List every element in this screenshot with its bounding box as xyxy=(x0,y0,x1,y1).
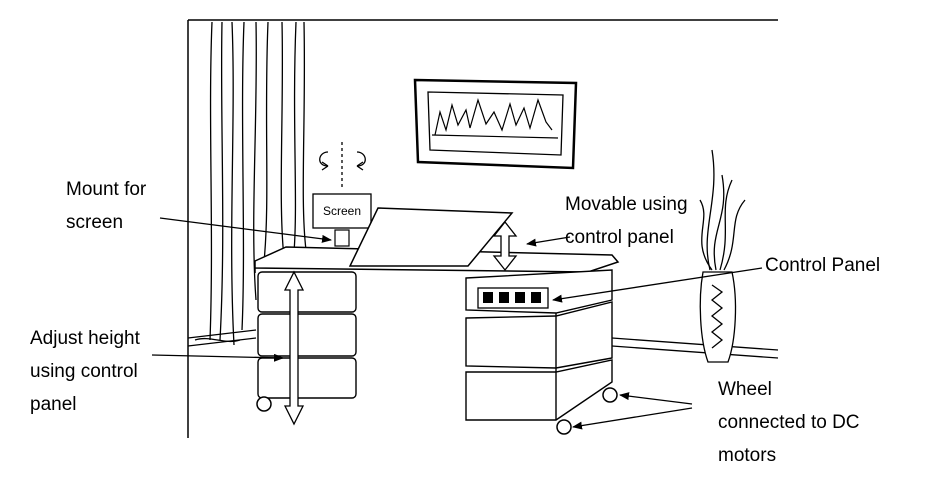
label-line: screen xyxy=(66,212,124,233)
label-line: control panel xyxy=(565,227,674,248)
adjust-pointer xyxy=(151,353,284,362)
label-line: Movable using xyxy=(565,194,688,215)
label-movable: Movable using control panel xyxy=(565,188,688,254)
label-control-panel: Control Panel xyxy=(765,249,880,282)
control-panel-pointer xyxy=(552,267,763,303)
wall-picture xyxy=(413,78,578,170)
label-line: Wheel xyxy=(718,379,772,400)
height-double-arrow xyxy=(283,270,305,426)
label-adjust-height: Adjust height using control panel xyxy=(30,322,140,421)
label-line: using control xyxy=(30,361,138,382)
label-line: motors xyxy=(718,445,777,466)
label-line: Adjust height xyxy=(30,328,140,349)
room-frame xyxy=(187,19,778,438)
movable-pointer xyxy=(526,236,571,247)
screen-label: Screen xyxy=(323,204,361,218)
drawing-board xyxy=(348,207,514,267)
label-wheel: Wheel connected to DC motors xyxy=(718,373,860,472)
callout-lines xyxy=(151,217,763,430)
wheels xyxy=(256,387,618,435)
label-line: panel xyxy=(30,394,77,415)
label-line: connected to DC xyxy=(718,412,860,433)
mount-pointer xyxy=(159,217,332,243)
plant-vase xyxy=(699,149,746,363)
screen-box xyxy=(312,193,372,247)
wheel-pointer-2 xyxy=(572,407,693,430)
wheel-pointer-1 xyxy=(619,392,693,405)
label-line: Control Panel xyxy=(765,255,881,276)
left-drawers xyxy=(257,271,357,399)
control-panel xyxy=(477,287,549,309)
board-double-arrow xyxy=(492,220,518,272)
label-mount-for-screen: Mount for screen xyxy=(66,173,146,239)
curtain xyxy=(194,21,307,346)
label-line: Mount for xyxy=(66,179,147,200)
rotation-icon xyxy=(319,142,366,190)
floor-lines xyxy=(187,329,779,359)
